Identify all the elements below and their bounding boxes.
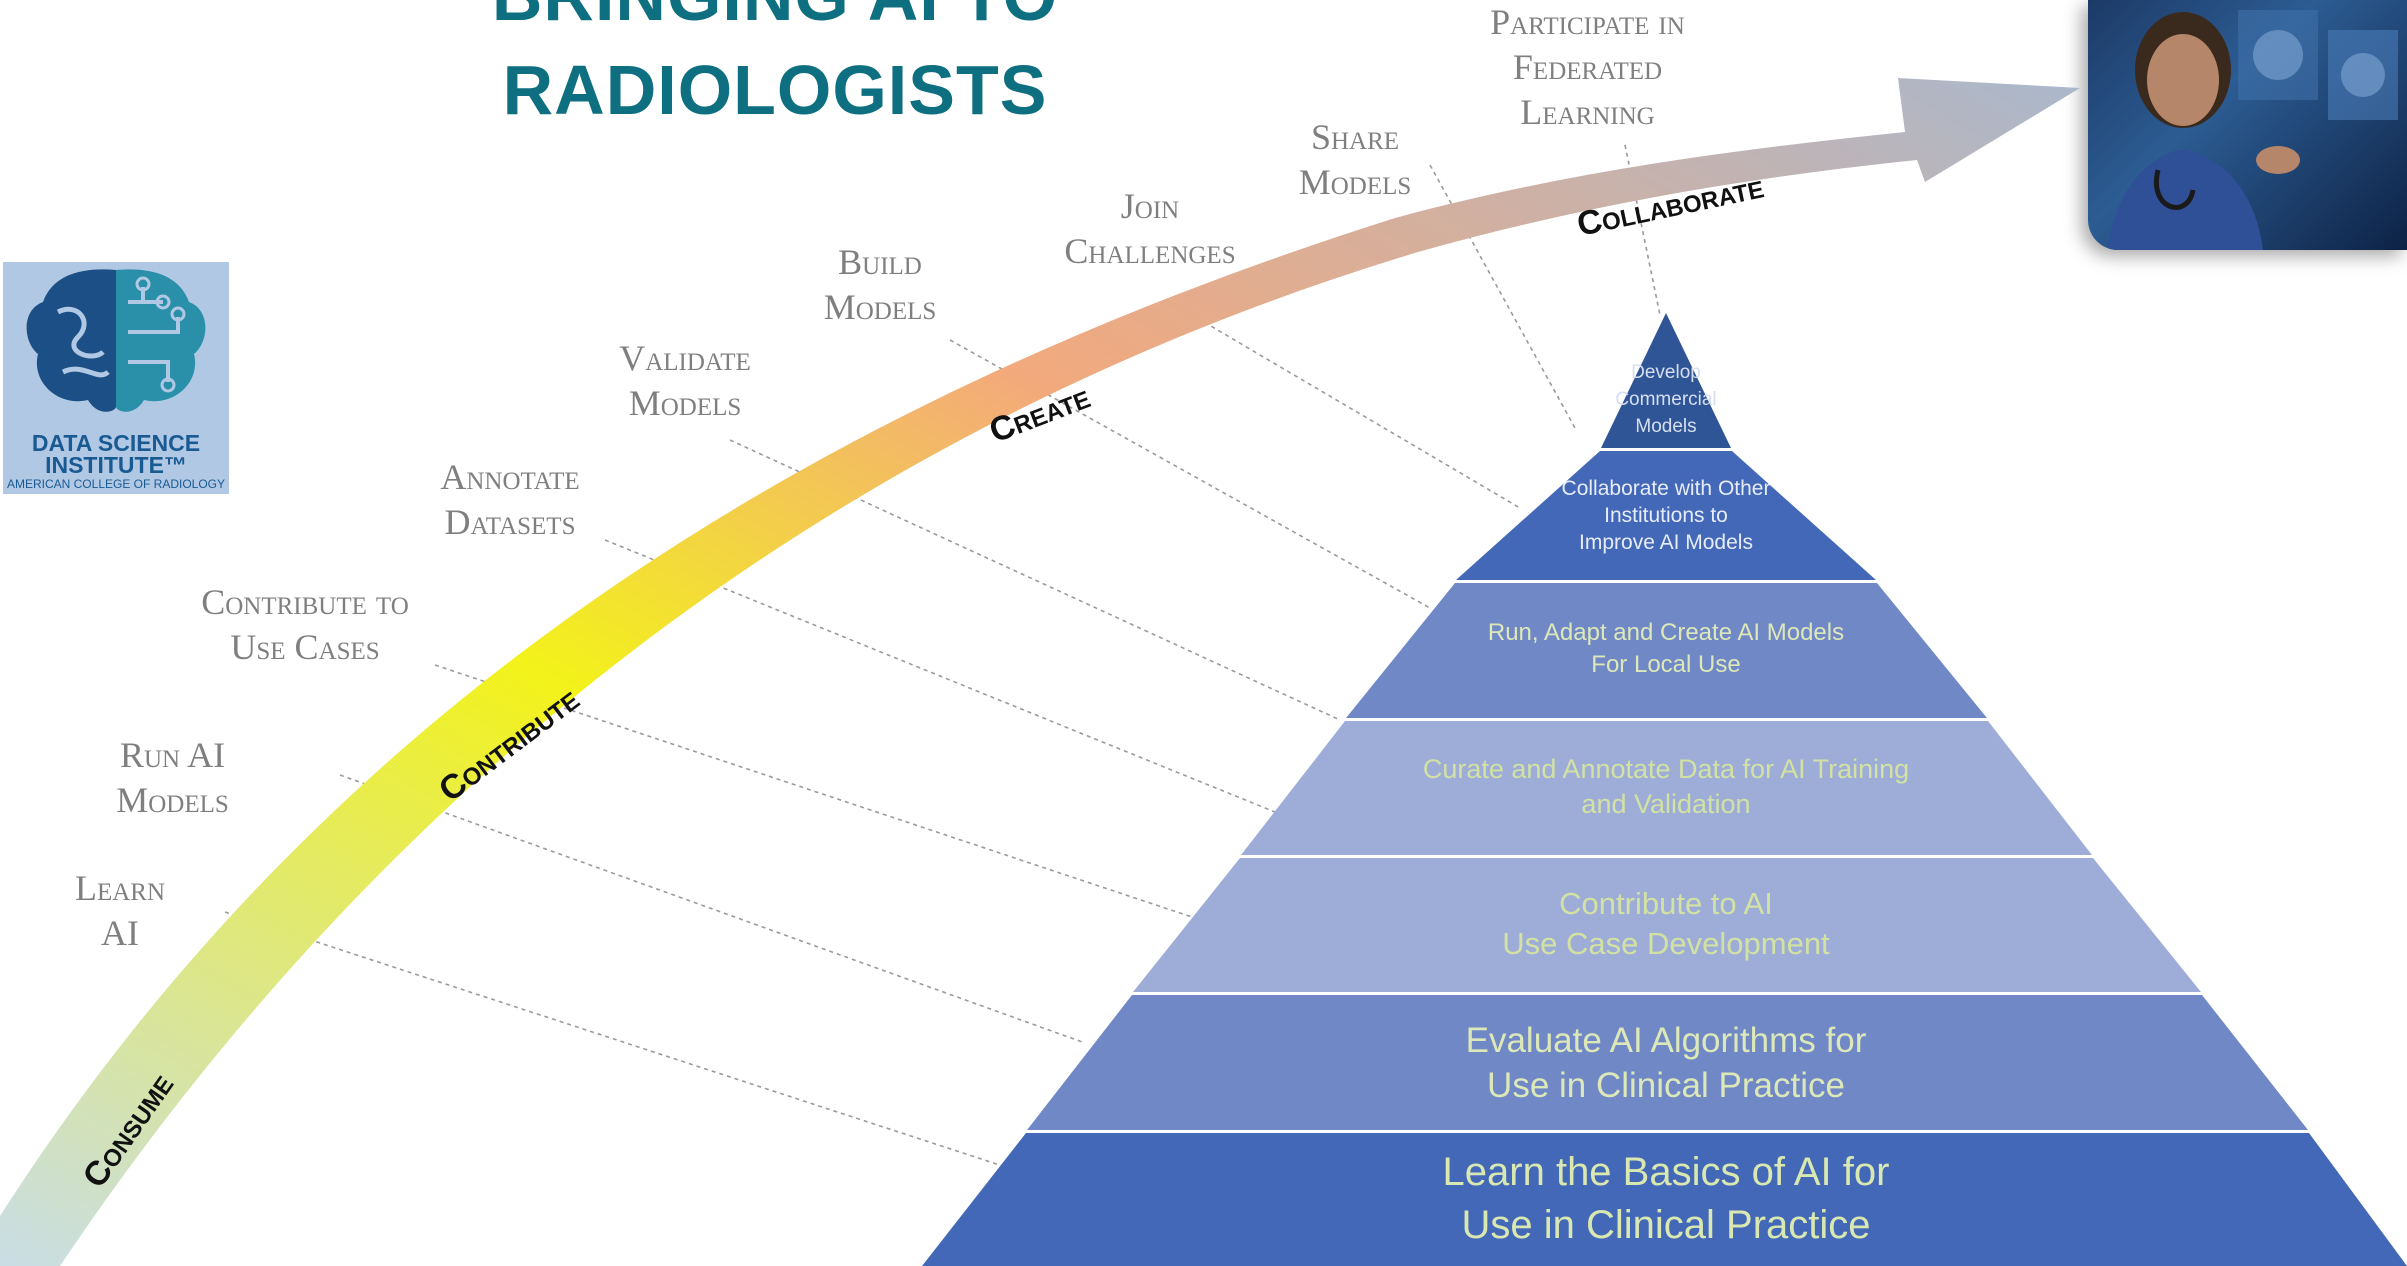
- tier-label-local-use: Run, Adapt and Create AI Models For Loca…: [1487, 619, 1845, 678]
- tier-label-use-case: Contribute to AI Use Case Development: [1502, 886, 1830, 961]
- title-line-2: Radiologists: [400, 50, 1150, 130]
- leader-line-run-ai: [339, 774, 1086, 1044]
- step-build-models: Build Models: [823, 242, 937, 327]
- title-line-1-text: Bringing AI to: [492, 0, 1058, 35]
- step-contribute-use-cases: Contribute to Use Cases: [201, 582, 409, 667]
- pyramid-tier-evaluate: [1027, 995, 2308, 1130]
- leader-line-federated: [1624, 144, 1661, 316]
- radiologist-figure-icon: [2108, 10, 2398, 250]
- logo-brand-name: DATA SCIENCE INSTITUTE™: [31, 430, 201, 478]
- data-science-institute-logo: DATA SCIENCE INSTITUTE™ AMERICAN COLLEGE…: [3, 262, 229, 494]
- pyramid-tier-develop-commercial: [1601, 313, 1731, 448]
- pyramid: [922, 313, 2407, 1266]
- leader-lines: [224, 144, 1661, 1171]
- step-learn-ai: Learn AI: [74, 868, 166, 953]
- step-validate-models: Validate Models: [619, 338, 751, 423]
- leader-line-learn-ai: [224, 911, 1016, 1171]
- tier-label-learn-basics: Learn the Basics of AI for Use in Clinic…: [1442, 1150, 1890, 1247]
- step-share-models: Share Models: [1298, 117, 1412, 202]
- pyramid-tier-collaborate-institutions: [1456, 451, 1876, 580]
- pyramid-tier-use-case: [1133, 858, 2201, 992]
- leader-line-join: [1169, 301, 1521, 509]
- tier-label-develop-commercial: Develop Commercial Models: [1615, 362, 1717, 437]
- logo-org-name: AMERICAN COLLEGE OF RADIOLOGY: [6, 477, 226, 491]
- pyramid-tier-local-use: [1346, 583, 1987, 718]
- tier-label-curate-annotate: Curate and Annotate Data for AI Training…: [1422, 754, 1910, 819]
- radiologist-photo: [2088, 0, 2407, 250]
- title-line-1: Bringing AI to: [400, 0, 1150, 36]
- step-annotate-datasets: Annotate Datasets: [440, 457, 580, 542]
- step-join-challenges: Join Challenges: [1064, 186, 1236, 271]
- pyramid-tier-learn-basics: [922, 1133, 2407, 1266]
- brain-circuit-icon: [26, 269, 206, 412]
- tier-label-collaborate-institutions: Collaborate with Other Institutions to I…: [1561, 477, 1771, 554]
- step-run-ai-models: Run AI Models: [116, 735, 229, 820]
- tier-label-evaluate: Evaluate AI Algorithms for Use in Clinic…: [1465, 1021, 1867, 1105]
- pyramid-tier-curate-annotate: [1241, 721, 2092, 855]
- title-line-2-text: Radiologists: [502, 51, 1048, 129]
- leader-line-contribute: [434, 664, 1196, 919]
- step-federated-learning: Participate in Federated Learning: [1490, 2, 1685, 132]
